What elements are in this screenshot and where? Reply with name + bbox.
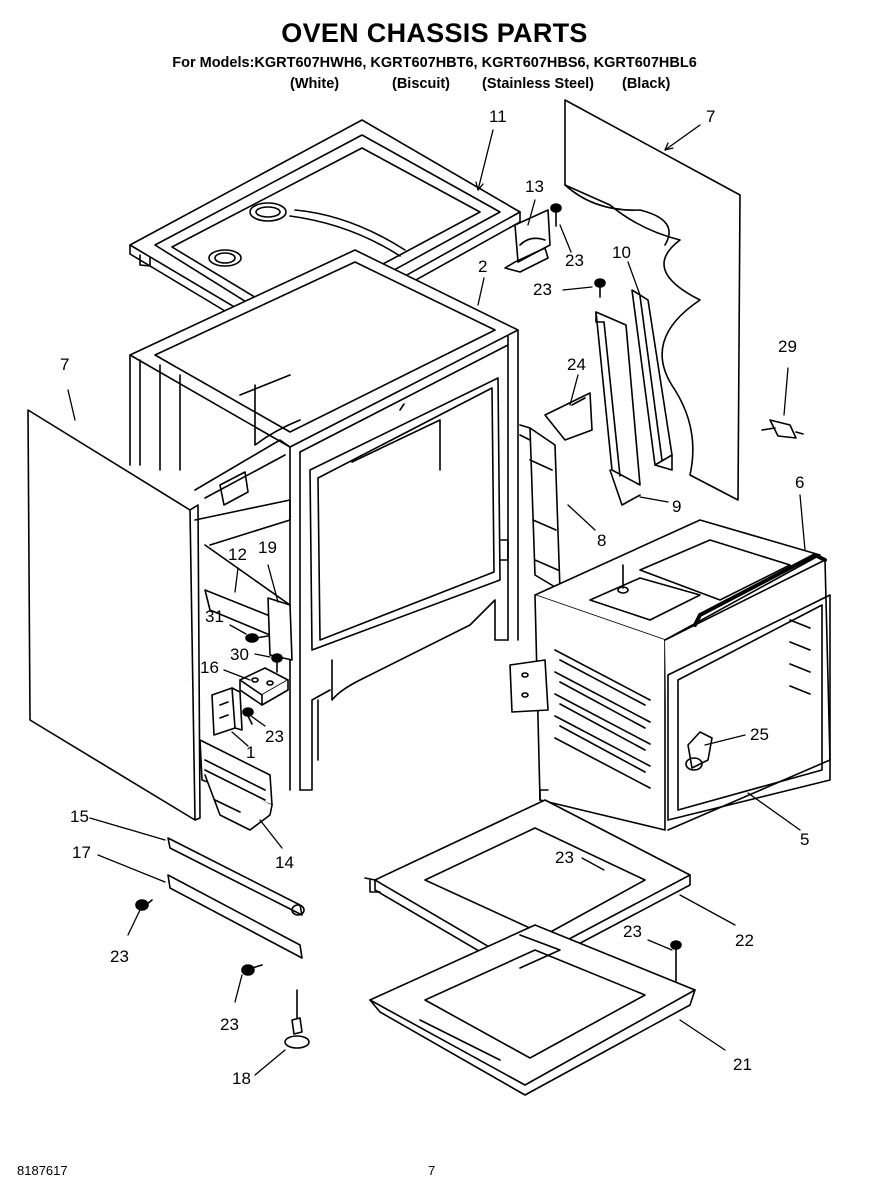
callout-31: 31 [205, 607, 224, 626]
part-19-bracket [267, 597, 293, 661]
callout-30: 30 [230, 645, 249, 664]
finish-white: (White) [290, 76, 340, 92]
leader-lines [67, 124, 806, 1076]
callout-17: 17 [72, 843, 91, 862]
part-30-screw [271, 653, 283, 673]
part-1-switch [211, 687, 243, 736]
callout-14: 14 [275, 853, 294, 872]
callout-23-b: 23 [533, 280, 552, 299]
part-8-vertical-strip [519, 424, 561, 591]
finish-black: (Black) [622, 76, 671, 92]
callout-16: 16 [200, 658, 219, 677]
callout-5: 5 [800, 830, 809, 849]
page-number: 7 [428, 1163, 436, 1178]
callout-23-d: 23 [555, 848, 574, 867]
callout-2: 2 [478, 257, 487, 276]
document-number: 8187617 [17, 1163, 68, 1178]
callout-11: 11 [489, 107, 507, 126]
part-9-channel [595, 311, 641, 506]
callout-23-c: 23 [265, 727, 284, 746]
callout-12: 12 [228, 545, 247, 564]
callout-23-a: 23 [565, 251, 584, 270]
callout-29: 29 [778, 337, 797, 356]
part-21-bottom-pan [369, 924, 696, 1096]
callout-7-left: 7 [60, 355, 69, 374]
part-10-channel [631, 289, 673, 471]
page-title: OVEN CHASSIS PARTS [281, 18, 588, 48]
callout-8: 8 [597, 531, 606, 550]
part-18-leveling-leg [284, 989, 310, 1049]
part-31-screw [245, 633, 269, 643]
callout-13: 13 [525, 177, 544, 196]
part-16-block [239, 667, 289, 706]
part-7-left-side-panel [27, 409, 201, 821]
part-24-bracket-plate [544, 392, 593, 441]
callout-23-e: 23 [623, 922, 642, 941]
part-13-bracket [504, 209, 551, 273]
callout-24: 24 [567, 355, 586, 374]
part-23-screw-cluster [242, 707, 254, 725]
callout-6: 6 [795, 473, 804, 492]
model-list: For Models:KGRT607HWH6, KGRT607HBT6, KGR… [172, 55, 697, 71]
part-7-rear-panel [564, 99, 741, 501]
callout-21: 21 [733, 1055, 752, 1074]
callout-18: 18 [232, 1069, 251, 1088]
callout-23-g: 23 [220, 1015, 239, 1034]
callout-23-f: 23 [110, 947, 129, 966]
callout-10: 10 [612, 243, 631, 262]
finish-biscuit: (Biscuit) [392, 76, 450, 92]
finish-stainless-steel: (Stainless Steel) [482, 76, 595, 92]
part-15-rail [167, 837, 305, 916]
callout-9: 9 [672, 497, 681, 516]
part-22-bake-panel [364, 789, 691, 976]
callout-1: 1 [246, 743, 255, 762]
part-29-switch [761, 419, 804, 439]
part-14-bracket [199, 739, 273, 831]
callout-15: 15 [70, 807, 89, 826]
callout-labels: 11 7 13 23 10 2 23 29 7 24 6 9 8 12 19 3… [60, 107, 809, 1088]
callout-25: 25 [750, 725, 769, 744]
callout-22: 22 [735, 931, 754, 950]
callout-19: 19 [258, 538, 277, 557]
callout-7-right: 7 [706, 107, 715, 126]
part-5-oven-cavity [509, 519, 831, 831]
part-17-rail [167, 874, 303, 959]
